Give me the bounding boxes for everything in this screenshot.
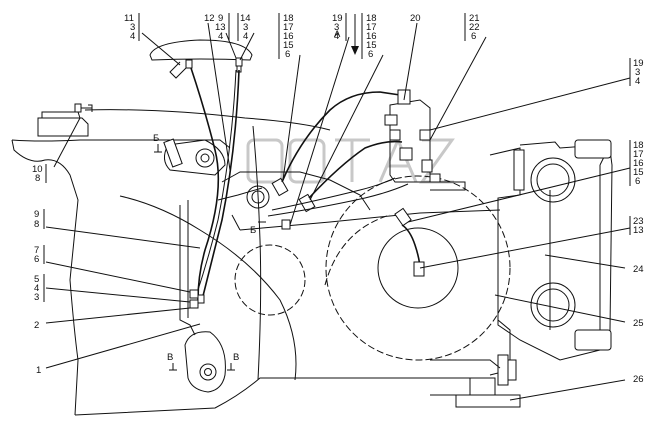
callout-number: 4 — [218, 31, 223, 42]
callout-number: 16 — [366, 31, 377, 42]
callout-number: 10 — [32, 164, 43, 175]
view-marker: A — [334, 29, 341, 40]
callout-25: 25 — [633, 318, 644, 329]
callout-number: 3 — [130, 22, 135, 33]
callout-number: 22 — [469, 22, 480, 33]
callout-number: 4 — [243, 31, 248, 42]
callout-18-b: 18 17 16 15 6 — [361, 13, 377, 60]
callout-number: 6 — [285, 49, 290, 60]
callout-18-a: 18 17 16 15 6 — [278, 13, 294, 60]
callout-number: 1 — [36, 365, 41, 376]
callout-number: 14 — [240, 13, 251, 24]
callout-number: 15 — [633, 167, 644, 178]
callout-number: 3 — [635, 67, 640, 78]
hose-bundle-center — [267, 91, 425, 277]
callout-number: 24 — [633, 264, 644, 275]
callout-number: 4 — [334, 31, 339, 42]
callout-number: 11 — [124, 13, 134, 24]
callout-number: 16 — [633, 158, 644, 169]
section-mark-v-left: В — [167, 352, 173, 363]
right-column-24 — [489, 139, 613, 386]
callout-14: 14 3 4 — [237, 13, 251, 42]
callout-number: 3 — [243, 22, 248, 33]
callout-11: 11 3 4 — [124, 13, 140, 42]
callout-number: 13 — [215, 22, 226, 33]
cover-11 — [149, 39, 253, 79]
callout-24: 24 — [633, 264, 644, 275]
gear-circles — [234, 175, 511, 361]
callout-19-a: 19 3 4 — [332, 13, 347, 42]
section-mark-b-top: Б — [153, 133, 159, 144]
callout-number: 8 — [34, 219, 39, 230]
frame-body — [11, 109, 432, 416]
callout-number: 17 — [283, 22, 294, 33]
callout-number: 17 — [633, 149, 644, 160]
callout-number: 20 — [410, 13, 421, 24]
callout-number: 8 — [35, 173, 40, 184]
callout-9-8: 9 8 — [34, 209, 45, 230]
section-marks: Б Б В В — [153, 133, 266, 371]
callout-number: 4 — [130, 31, 135, 42]
callout-2: 2 — [34, 320, 39, 331]
callout-number: 15 — [366, 40, 377, 51]
callout-20: 20 — [410, 13, 421, 24]
callout-number: 26 — [633, 374, 644, 385]
pivot-lever-upper — [163, 138, 226, 176]
base-26 — [430, 359, 521, 408]
callout-26: 26 — [633, 374, 644, 385]
callout-number: 4 — [34, 283, 39, 294]
callout-number: 6 — [471, 31, 476, 42]
callout-number: 19 — [332, 13, 343, 24]
callout-21: 21 22 6 — [464, 13, 480, 42]
callout-number: 6 — [34, 254, 39, 265]
pivot-lower — [184, 331, 226, 393]
callout-7: 7 6 — [34, 245, 45, 265]
callout-number: 6 — [368, 49, 373, 60]
view-arrow-a: A — [334, 14, 359, 55]
callout-number: 13 — [633, 225, 644, 236]
callout-number: 19 — [633, 58, 644, 69]
callout-number: 21 — [469, 13, 480, 24]
callout-19-b: 19 3 4 — [629, 58, 644, 87]
callout-10: 10 8 — [32, 164, 47, 184]
leader-lines — [45, 22, 631, 401]
callout-number: 23 — [633, 216, 644, 227]
callout-number: 4 — [635, 76, 640, 87]
callout-number: 18 — [633, 140, 644, 151]
callout-5: 5 4 3 — [34, 274, 45, 303]
callout-number: 17 — [366, 22, 377, 33]
callout-number: 9 — [34, 209, 39, 220]
callout-23: 23 13 — [629, 216, 644, 236]
callout-number: 15 — [283, 40, 294, 51]
callout-number: 16 — [283, 31, 294, 42]
hose-bundle-left — [189, 67, 240, 309]
callout-number: 3 — [34, 292, 39, 303]
callout-number: 6 — [635, 176, 640, 187]
callout-18-c: 18 17 16 15 6 — [629, 140, 644, 187]
callout-12: 12 — [204, 13, 215, 24]
callout-number: 9 — [218, 13, 223, 24]
callout-1: 1 — [36, 365, 41, 376]
section-mark-b-mid: Б — [250, 225, 256, 236]
section-mark-v-right: В — [233, 352, 239, 363]
callout-number: 18 — [283, 13, 294, 24]
callout-9-13: 9 13 4 — [215, 13, 230, 42]
callout-number: 25 — [633, 318, 644, 329]
callout-number: 7 — [34, 245, 39, 256]
bracket-10 — [37, 103, 93, 137]
callout-number: 3 — [334, 22, 339, 33]
callout-number: 18 — [366, 13, 377, 24]
callout-number: 2 — [34, 320, 39, 331]
callout-number: 5 — [34, 274, 39, 285]
callout-number: 12 — [204, 13, 215, 24]
